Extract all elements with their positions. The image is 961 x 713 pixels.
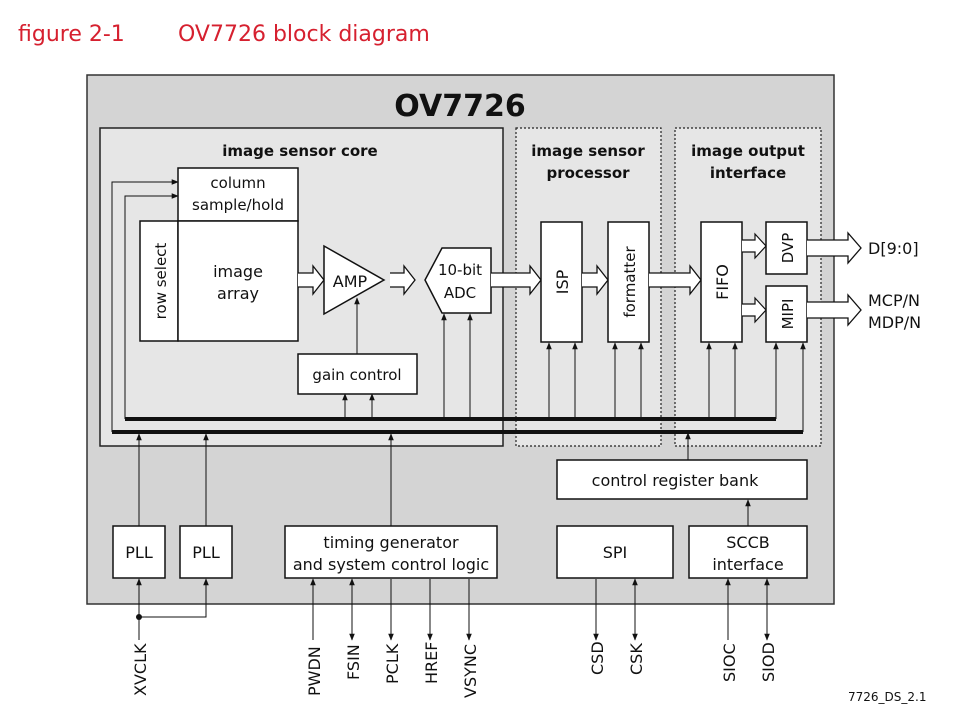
processor-label-line1: image sensor [531,142,645,160]
pll-block-1 [112,525,166,579]
formatter-label: formatter [621,246,639,318]
sccb-interface-block [688,525,808,579]
control-register-bank-label: control register bank [592,471,759,490]
pll-label-2: PLL [192,543,220,562]
pll-label-1: PLL [125,543,153,562]
pin-pwdn: PWDN [305,646,324,696]
figure-title: OV7726 block diagram [178,22,430,47]
doc-id: 7726_DS_2.1 [848,690,926,704]
pin-sioc: SIOC [720,643,739,682]
gain-control-label: gain control [312,366,401,384]
processor-label-line2: processor [546,164,630,182]
pin-csk: CSK [627,643,646,675]
isp-label: ISP [553,269,572,294]
pin-csd: CSD [588,641,607,675]
mcp-output-label: MCP/N [868,291,920,310]
mdp-output-label: MDP/N [868,313,921,332]
column-sample-line2: sample/hold [192,196,284,214]
fifo-block [700,221,743,343]
timing-generator-line2: and system control logic [293,555,489,574]
pin-xvclk: XVCLK [131,643,150,696]
image-array-block [177,220,299,342]
dvp-label: DVP [779,233,797,264]
pll-block-2 [179,525,233,579]
output-label-line2: interface [710,164,786,182]
pin-fsin: FSIN [344,644,363,680]
isp-block [540,221,583,343]
amp-block [323,244,386,316]
figure-label: figure 2-1 [18,22,125,47]
mipi-output-arrow [807,293,862,327]
adc-line1: 10-bit [438,261,482,279]
timing-generator-block [284,525,498,579]
sccb-line1: SCCB [726,533,769,552]
column-sample-hold-block [177,167,299,222]
d-output-arrow [807,231,862,265]
output-label-line1: image output [691,142,805,160]
adc-line2: ADC [444,284,476,302]
pin-vsync: VSYNC [461,644,480,698]
mipi-block [765,285,808,343]
adc-block [424,247,492,314]
image-array-line2: array [217,284,259,303]
spi-block [556,525,674,579]
amp-to-adc-arrow [390,264,416,296]
spi-label: SPI [603,543,628,562]
fifo-label: FIFO [713,264,732,300]
row-select-label: row select [152,243,170,320]
chip-name: OV7726 [394,89,525,124]
pin-siod: SIOD [759,642,778,682]
pin-href: HREF [422,642,441,684]
formatter-block [607,221,650,343]
timing-generator-line1: timing generator [323,533,459,552]
sensor-core-label: image sensor core [222,142,377,160]
image-array-line1: image [213,262,263,281]
column-sample-line1: column [210,174,265,192]
amp-label: AMP [333,272,368,291]
sccb-line2: interface [712,555,783,574]
mipi-label: MIPI [779,299,797,330]
d-output-label: D[9:0] [868,239,919,258]
pin-pclk: PCLK [383,643,402,684]
control-register-bank-block [556,459,808,500]
dvp-block [765,221,808,275]
